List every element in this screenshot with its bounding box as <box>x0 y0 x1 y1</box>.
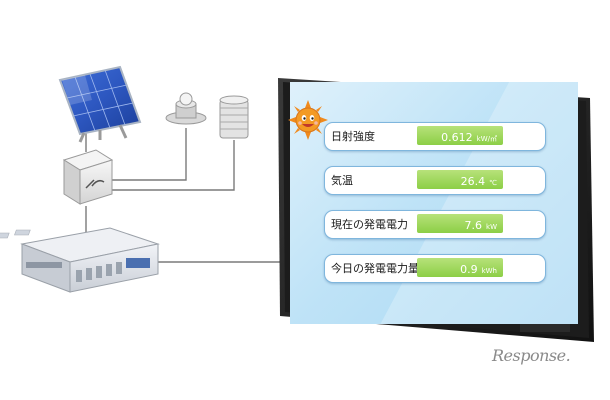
value-number: 0.9 <box>460 263 478 276</box>
thermometer-shelter-icon <box>220 96 248 138</box>
row-temperature: 気温 26.4℃ <box>324 166 546 195</box>
watermark-logo: Response. <box>492 346 570 365</box>
row-solar-irradiance: 日射強度 0.612 kW/㎡ <box>324 122 546 151</box>
line-inverter-to-shelter <box>108 140 234 190</box>
value-box: 26.4℃ <box>417 170 503 189</box>
value-box: 0.9 kWh <box>417 258 503 277</box>
pyranometer-icon <box>166 93 206 124</box>
data-logger-icon <box>0 228 158 292</box>
value-number: 0.612 <box>441 131 473 144</box>
row-label: 気温 <box>331 172 353 188</box>
row-label: 日射強度 <box>331 128 375 144</box>
line-inverter-to-pyranometer <box>108 128 186 180</box>
value-number: 7.6 <box>465 219 483 232</box>
row-label: 現在の発電電力 <box>331 216 408 232</box>
power-conditioner-icon <box>64 150 112 204</box>
sun-icon <box>288 100 328 140</box>
row-label: 今日の発電電力量 <box>331 260 419 276</box>
value-unit: kW/㎡ <box>477 135 497 143</box>
value-box: 0.612 kW/㎡ <box>417 126 503 145</box>
value-unit: kWh <box>482 267 497 275</box>
solar-panel-icon <box>60 67 140 142</box>
value-number: 26.4 <box>461 175 486 188</box>
value-unit: kW <box>486 223 497 231</box>
value-unit: ℃ <box>489 179 497 187</box>
row-today-energy: 今日の発電電力量 0.9 kWh <box>324 254 546 283</box>
screen-glare <box>350 82 578 324</box>
